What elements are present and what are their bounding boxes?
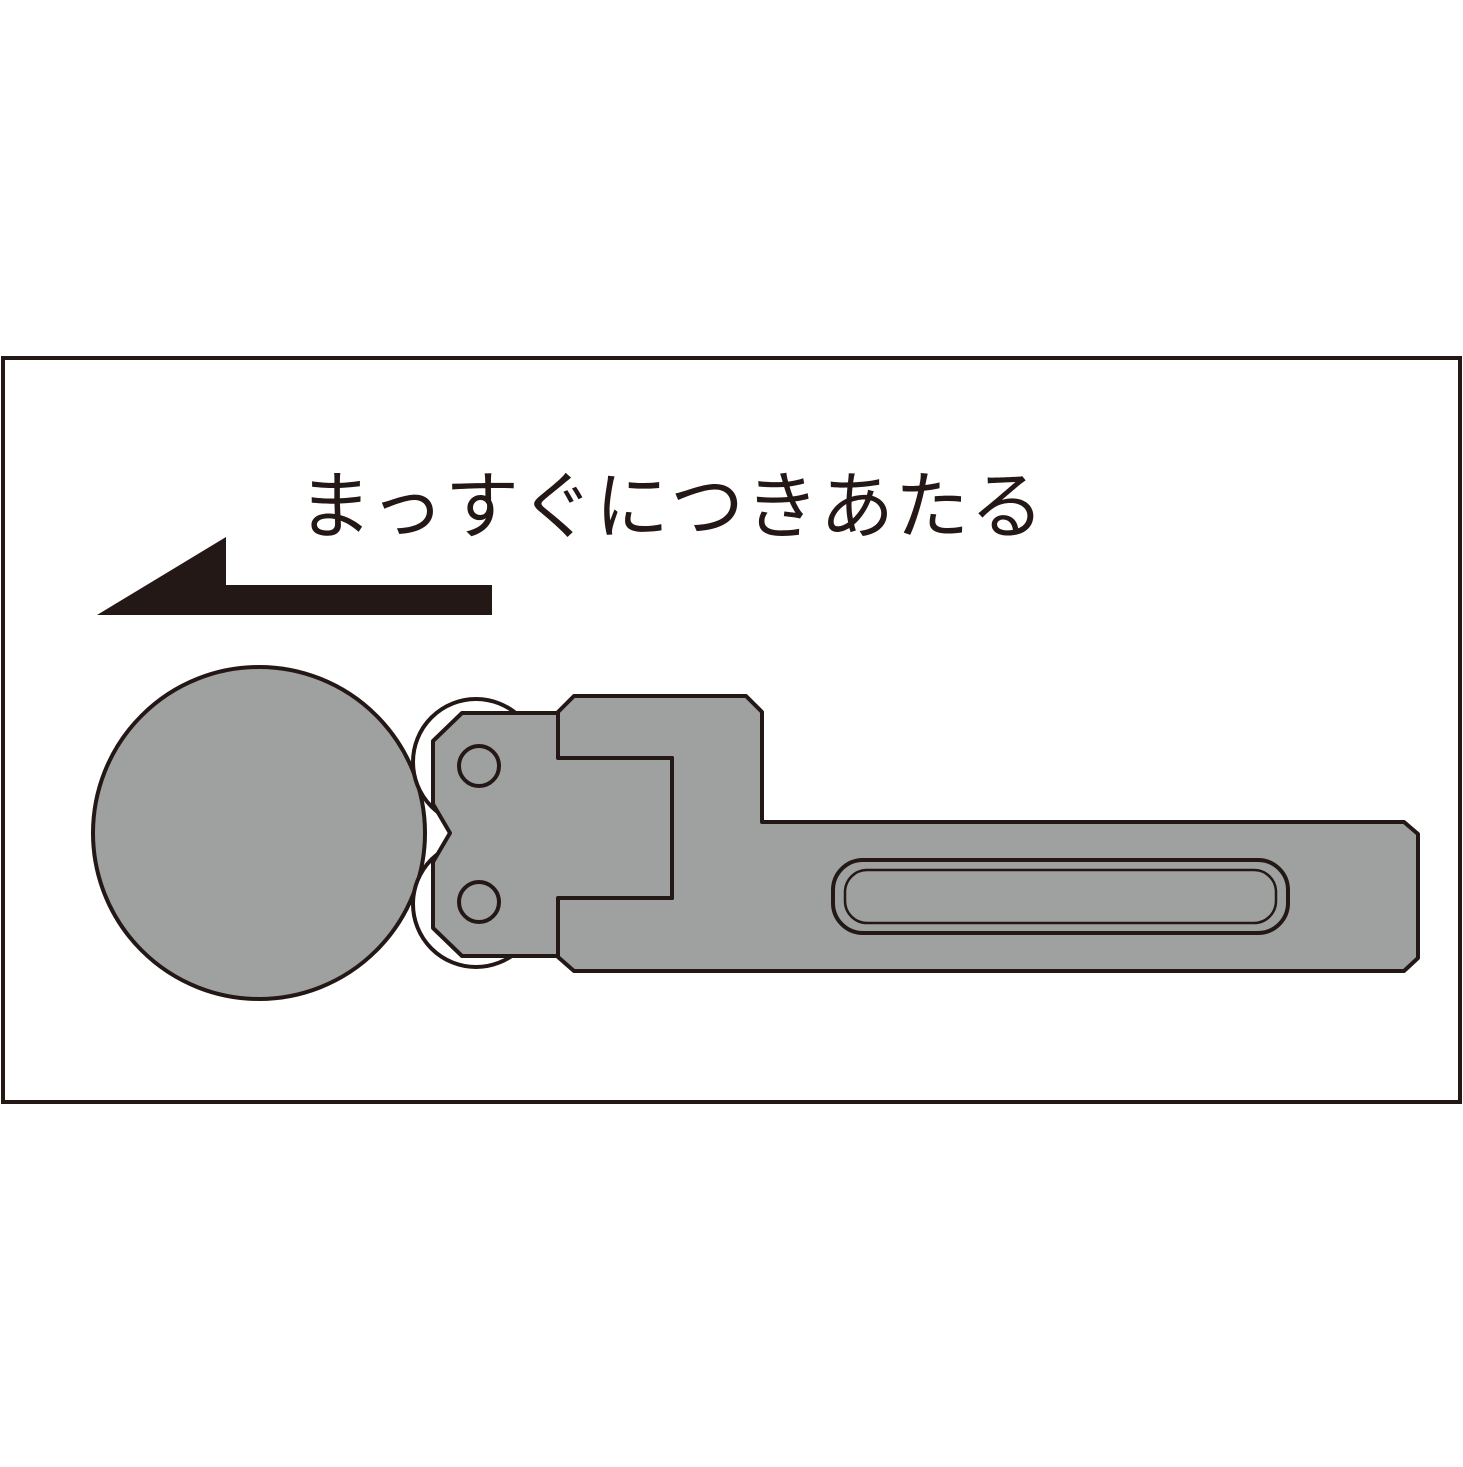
arrow-left-icon (97, 537, 492, 615)
handle-slot-inner (843, 868, 1278, 925)
round-workpiece (91, 665, 427, 1001)
instruction-caption: まっすぐにつきあたる (298, 464, 1046, 550)
handle-slot (831, 858, 1290, 935)
lower-pin (457, 880, 501, 924)
upper-pin (457, 744, 501, 788)
